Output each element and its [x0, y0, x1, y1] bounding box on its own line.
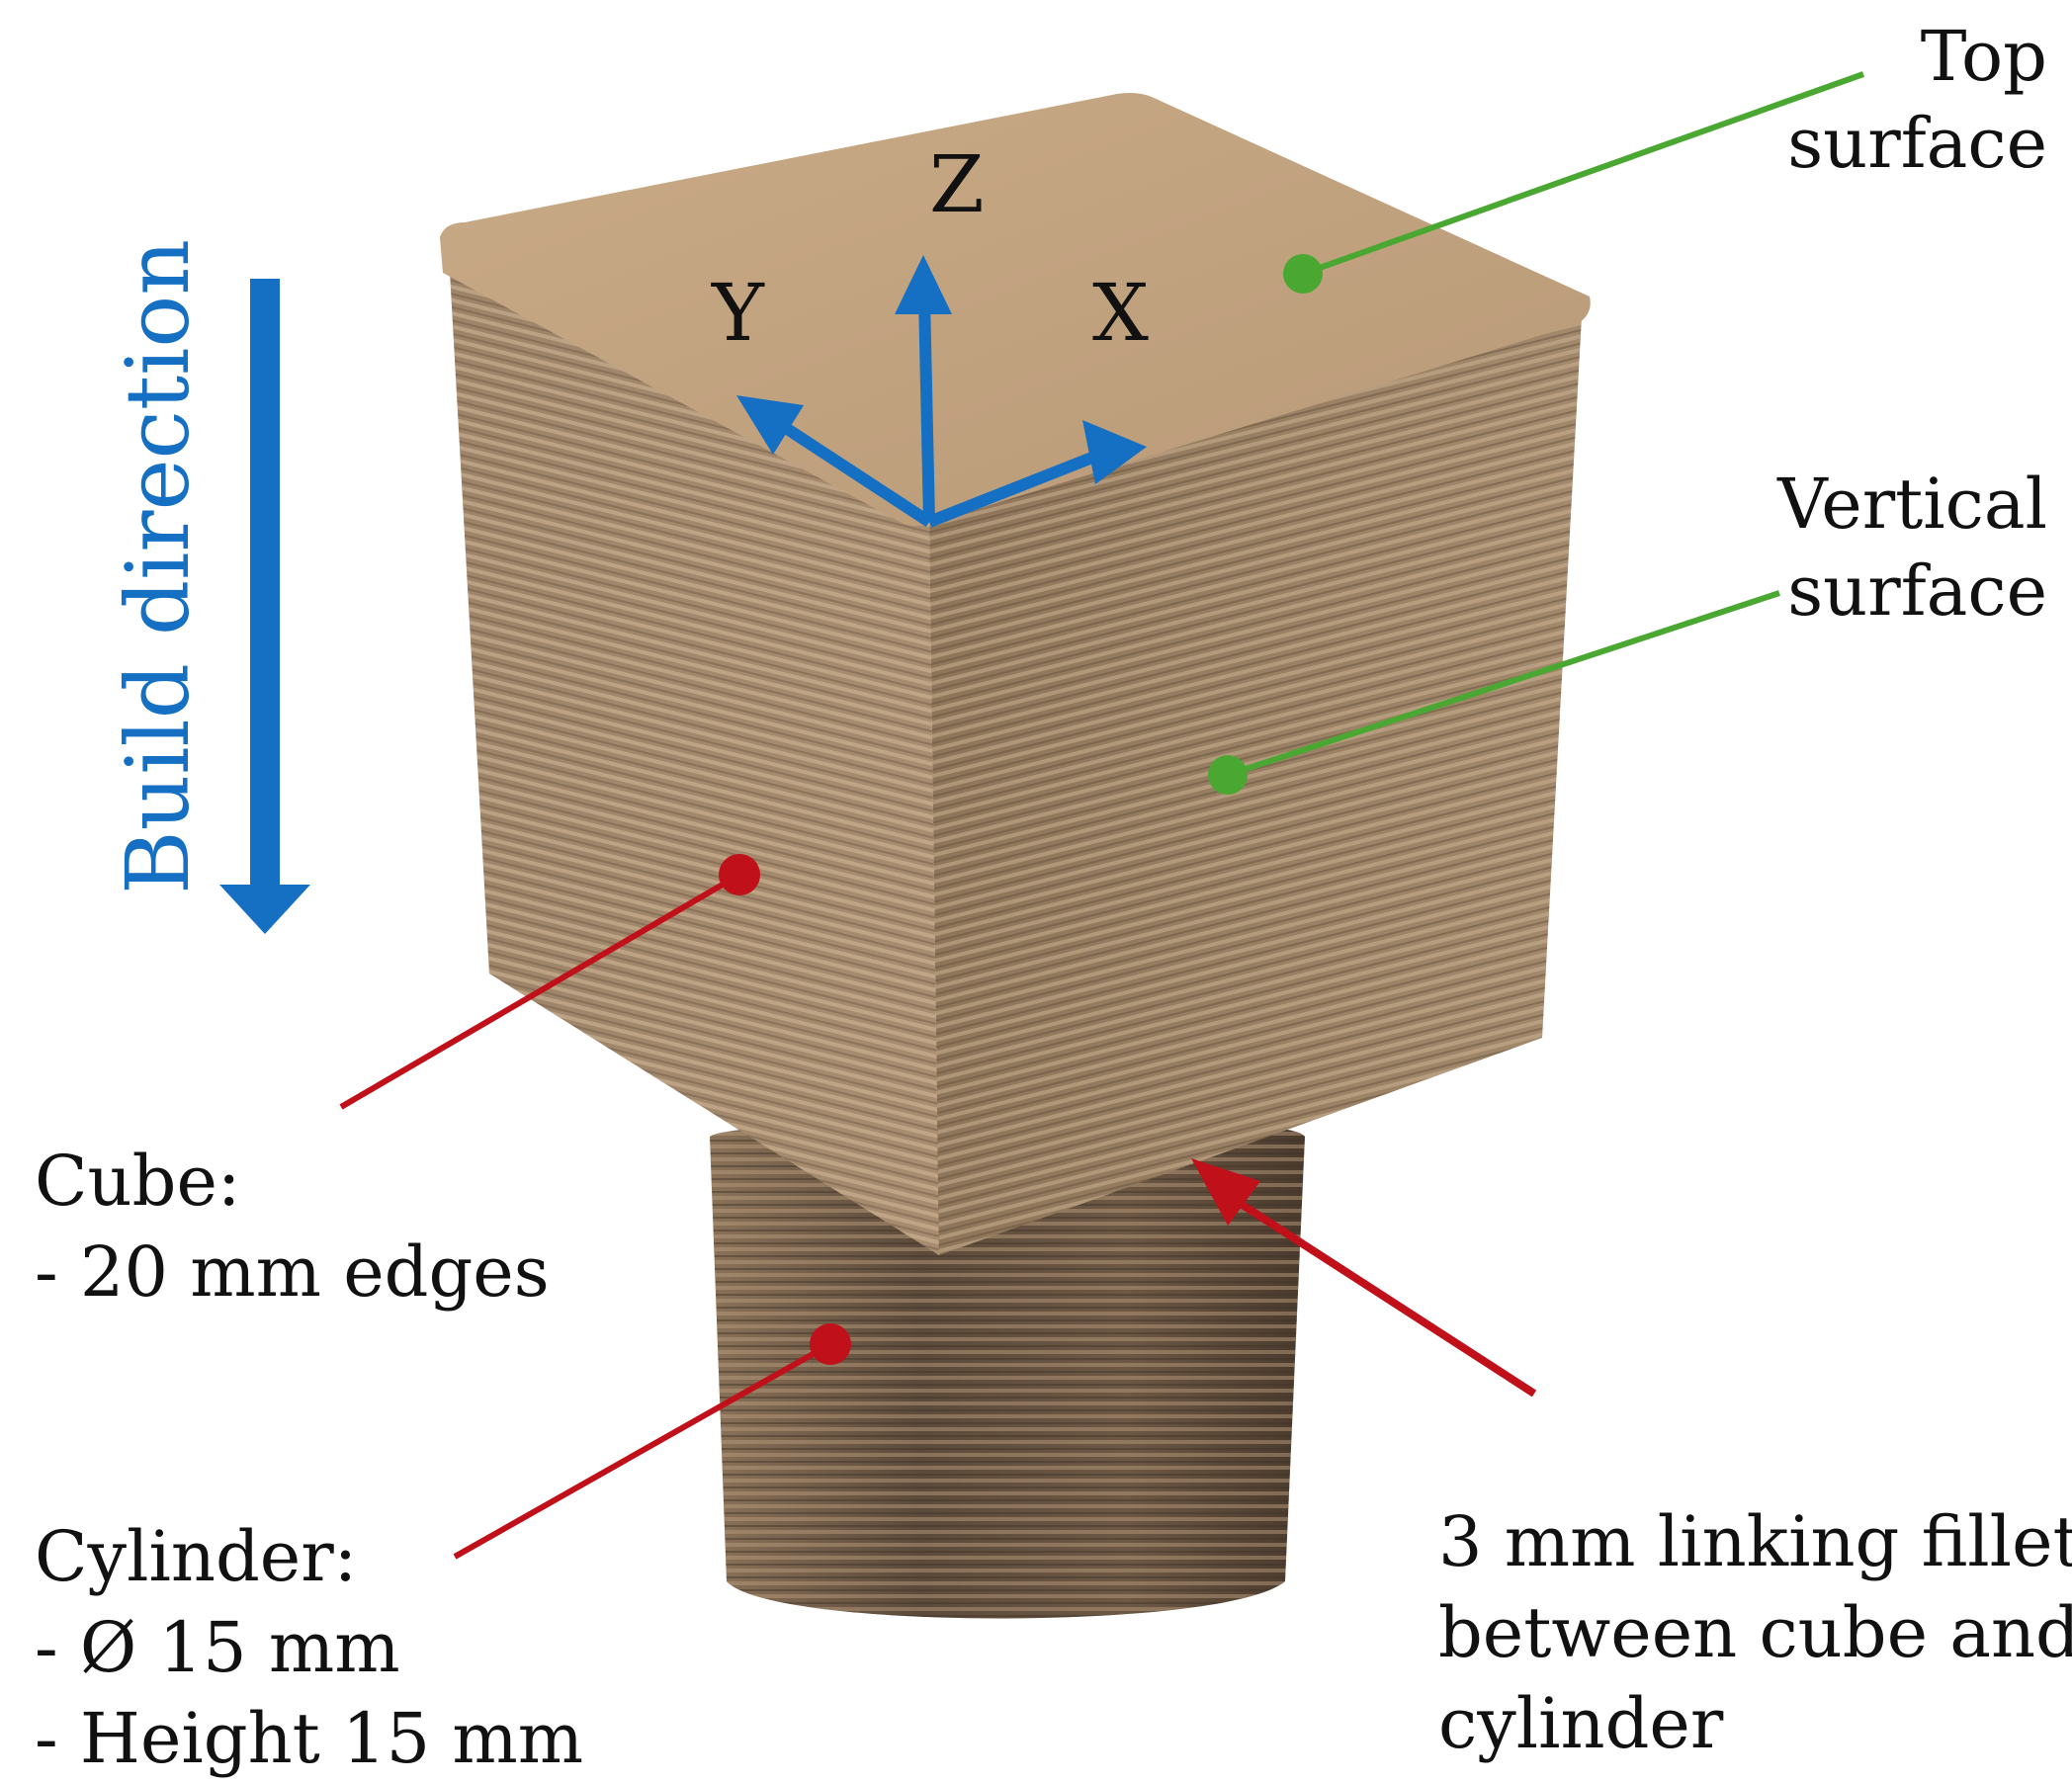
cube-leader: [339, 854, 760, 1110]
vertical-surface-label: Vertical surface: [1652, 469, 2047, 626]
cube: [440, 93, 1591, 1255]
top-surface-leader: [1283, 71, 1865, 294]
cube-line1: Cube:: [35, 1141, 241, 1222]
cube-line2: - 20 mm edges: [35, 1231, 550, 1313]
cylinder-line2: - Ø 15 mm: [35, 1607, 400, 1688]
fillet-line2: between cube and: [1438, 1592, 2072, 1673]
x-arrowhead: [1082, 420, 1147, 484]
cube-top-face: [440, 93, 1591, 527]
cylinder: [710, 1118, 1305, 1619]
axis-x-label: X: [1092, 267, 1149, 359]
build-direction-arrow: [219, 279, 310, 934]
axis-z-label: Z: [929, 138, 985, 230]
fillet-leader: [1191, 1158, 1537, 1398]
build-direction-label: Build direction: [107, 238, 209, 894]
axis-y-label: Y: [712, 267, 764, 359]
cylinder-line1: Cylinder:: [35, 1516, 358, 1597]
fillet-line3: cylinder: [1438, 1683, 1724, 1764]
vertical-surface-line2: surface: [1787, 551, 2047, 632]
z-arrowhead: [895, 255, 952, 314]
top-surface-line1: Top: [1920, 16, 2047, 97]
cylinder-label: Cylinder: - Ø 15 mm - Height 15 mm: [35, 1522, 583, 1773]
top-surface-line2: surface: [1787, 103, 2047, 184]
coordinate-axes: [762, 296, 1115, 528]
fillet-line1: 3 mm linking fillet: [1438, 1501, 2072, 1582]
vertical-surface-leader: [1208, 590, 1780, 795]
cylinder-line3: - Height 15 mm: [35, 1698, 584, 1779]
cube-label: Cube: - 20 mm edges: [35, 1146, 550, 1307]
vertical-surface-line1: Vertical: [1777, 464, 2047, 545]
y-arrowhead: [736, 395, 804, 455]
cylinder-leader: [453, 1323, 851, 1560]
fillet-label: 3 mm linking fillet between cube and cyl…: [1438, 1507, 2072, 1758]
top-surface-label: Top surface: [1652, 22, 2047, 178]
